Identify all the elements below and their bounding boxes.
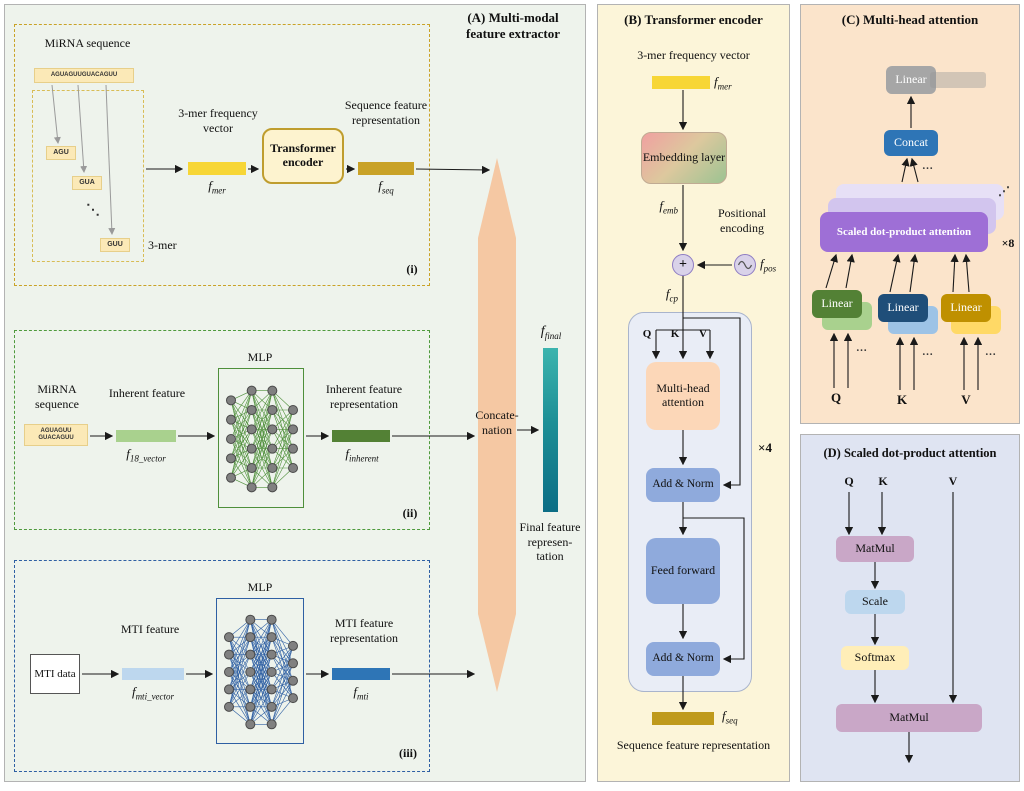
b-output-label: Sequence feature representation xyxy=(616,738,771,752)
add-circle-icon: + xyxy=(672,254,694,276)
mti-data-box: MTI data xyxy=(30,654,80,694)
f-seq-bar-i xyxy=(358,162,414,175)
c-k-label: K xyxy=(896,392,908,407)
f-final-label: ffinal xyxy=(540,324,562,341)
c-concat-box: Concat xyxy=(884,130,938,156)
f-seq-label-i: fseq xyxy=(378,178,394,196)
inherent-feature-label: Inherent feature xyxy=(108,386,186,400)
freq-vector-label: 3-mer frequency vector xyxy=(178,106,258,135)
mlp-network-ii xyxy=(218,368,304,508)
mti-feature-label: MTI feature xyxy=(120,622,180,636)
f-18-vector-label: f18_vector xyxy=(126,446,166,464)
mirna-sequence-label-i: MiRNA sequence xyxy=(44,36,131,50)
panel-b-title: (B) Transformer encoder xyxy=(624,12,763,27)
kmer-group-box xyxy=(32,90,144,262)
mirna-sequence-box-ii: AGUAGUU GUACAGUU xyxy=(24,424,88,446)
mirna-sequence-label-ii: MiRNA sequence xyxy=(35,382,79,411)
d-matmul-2-box: MatMul xyxy=(836,704,982,732)
c-q-label: Q xyxy=(830,390,842,405)
c-dots-q: … xyxy=(856,342,867,354)
c-diag-dots: ⋰ xyxy=(998,184,1010,198)
kmer-box-gua: GUA xyxy=(72,176,102,190)
b-feedforward-box: Feed forward xyxy=(646,538,720,604)
f-mer-vector-bar xyxy=(188,162,246,175)
d-softmax-box: Softmax xyxy=(841,646,909,670)
kmer-box-agu: AGU xyxy=(46,146,76,160)
f-mti-vector-bar xyxy=(122,668,184,680)
mlp-network-iii xyxy=(216,598,304,744)
f-18-vector-bar xyxy=(116,430,176,442)
kmer-box-guu: GUU xyxy=(100,238,130,252)
watermark xyxy=(930,72,986,88)
embedding-layer-box: Embedding layer xyxy=(641,132,727,184)
sine-wave-icon xyxy=(734,254,756,276)
c-v-label: V xyxy=(961,392,971,407)
b-f-mer-bar xyxy=(652,76,710,89)
transformer-encoder-box: Transformer encoder xyxy=(262,128,344,184)
b-k-label: K xyxy=(670,328,680,340)
subpanel-ii-tag: (ii) xyxy=(402,506,418,520)
f-mer-label-i: fmer xyxy=(208,178,226,196)
inherent-rep-label: Inherent feature representation xyxy=(325,382,403,411)
panel-d-title: (D) Scaled dot-product attention xyxy=(823,446,997,460)
c-dots-k: … xyxy=(922,346,933,358)
mirna-sequence-box-i: AGUAGUUGUACAGUU xyxy=(34,68,134,83)
subpanel-i-sequence-branch xyxy=(14,24,430,286)
b-mha-box: Multi-head attention xyxy=(646,362,720,430)
c-times8-label: ×8 xyxy=(1001,236,1015,250)
subpanel-iii-mti-branch xyxy=(14,560,430,772)
c-sdpa-front-box: Scaled dot-product attention xyxy=(820,212,988,252)
d-matmul-1-box: MatMul xyxy=(836,536,914,562)
kmer-ellipsis: ⋱ xyxy=(86,203,100,218)
b-f-seq-label: fseq xyxy=(722,708,738,726)
c-linear-k-box: Linear xyxy=(878,294,928,322)
c-linear-top-box: Linear xyxy=(886,66,936,94)
b-f-seq-bar xyxy=(652,712,714,725)
b-v-label: V xyxy=(699,328,707,340)
d-v-label: V xyxy=(948,474,958,488)
f-mti-bar xyxy=(332,668,390,680)
b-f-emb-label: femb xyxy=(659,198,678,216)
c-dots-v: … xyxy=(985,346,996,358)
b-input-label: 3-mer frequency vector xyxy=(637,48,750,62)
b-f-cp-label: fcp xyxy=(665,286,678,304)
concatenation-label: Concate- nation xyxy=(475,408,519,437)
panel-c-title: (C) Multi-head attention xyxy=(841,12,979,27)
b-f-pos-label: fpos xyxy=(760,256,777,274)
d-k-label: K xyxy=(878,474,888,488)
final-feature-text: Final feature represen-tation xyxy=(519,520,581,564)
subpanel-i-tag: (i) xyxy=(406,262,418,276)
b-f-mer-label: fmer xyxy=(714,74,732,92)
b-q-label: Q xyxy=(642,328,652,340)
subpanel-ii-inherent-branch xyxy=(14,330,430,530)
d-scale-box: Scale xyxy=(845,590,905,614)
c-linear-q-box: Linear xyxy=(812,290,862,318)
c-linear-v-box: Linear xyxy=(941,294,991,322)
final-feature-bar xyxy=(543,348,558,512)
subpanel-iii-tag: (iii) xyxy=(399,746,417,760)
mlp-label-ii: MLP xyxy=(247,350,273,364)
d-q-label: Q xyxy=(844,474,854,488)
c-dots-above-stack: … xyxy=(922,160,933,172)
kmer-label: 3-mer xyxy=(148,238,177,252)
b-addnorm-2-box: Add & Norm xyxy=(646,642,720,676)
panel-a-title: (A) Multi-modal feature extractor xyxy=(466,10,560,41)
mti-rep-label: MTI feature representation xyxy=(330,616,398,645)
positional-encoding-label: Positional encoding xyxy=(717,206,766,235)
b-addnorm-1-box: Add & Norm xyxy=(646,468,720,502)
seq-feature-label-i: Sequence feature representation xyxy=(344,98,428,127)
f-inherent-label: finherent xyxy=(345,446,379,464)
b-times4-label: ×4 xyxy=(758,440,772,455)
f-mti-label: fmti xyxy=(353,684,369,702)
f-inherent-bar xyxy=(332,430,390,442)
mlp-label-iii: MLP xyxy=(247,580,273,594)
f-mti-vector-label: fmti_vector xyxy=(131,684,175,702)
